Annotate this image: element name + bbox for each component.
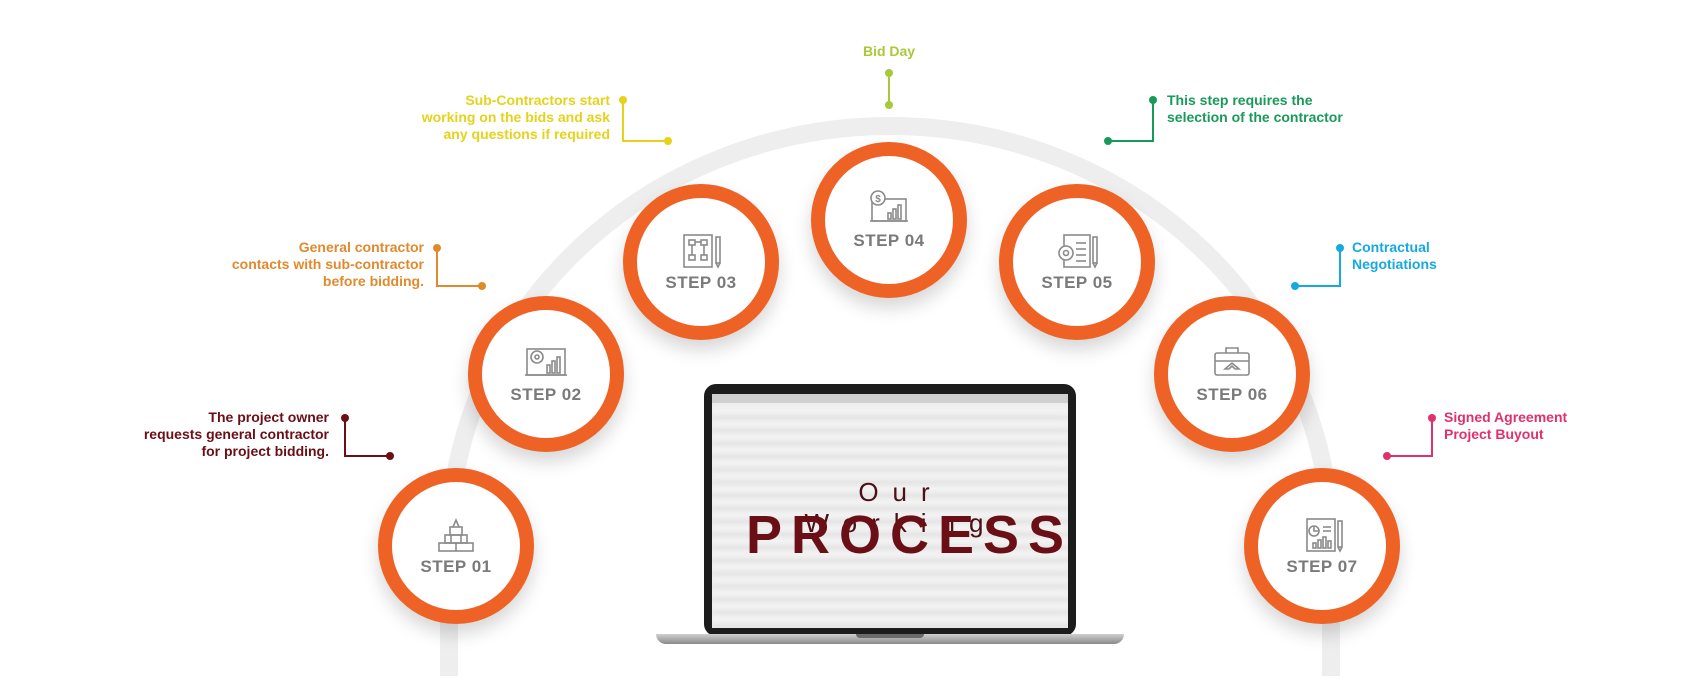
gear-document-icon	[1054, 231, 1100, 269]
step-label: STEP 06	[1196, 385, 1268, 404]
svg-text:$: $	[875, 194, 881, 205]
caption-step-02: General contractor contacts with sub-con…	[232, 239, 424, 290]
report-chart-icon	[1299, 515, 1345, 553]
step-label: STEP 07	[1286, 557, 1358, 576]
step-label: STEP 02	[510, 385, 582, 404]
caption-step-04: Bid Day	[829, 43, 949, 60]
caption-line: Contractual	[1352, 239, 1430, 255]
caption-line: This step requires the	[1167, 92, 1313, 108]
caption-line: The project owner	[208, 409, 329, 425]
caption-line: Negotiations	[1352, 256, 1437, 272]
caption-line: for project bidding.	[201, 443, 329, 459]
caption-line: Project Buyout	[1444, 426, 1544, 442]
step-03: STEP 03	[623, 184, 779, 340]
caption-step-01: The project owner requests general contr…	[144, 409, 329, 460]
caption-line: any questions if required	[443, 126, 610, 142]
connector-step-02	[436, 248, 482, 287]
caption-line: Signed Agreement	[1444, 409, 1568, 425]
step-06: STEP 06	[1154, 296, 1310, 452]
caption-line: Sub-Contractors start	[465, 92, 610, 108]
caption-line: contacts with sub-contractor	[231, 256, 424, 272]
caption-line: General contractor	[298, 239, 424, 255]
title-subtitle: Our Working	[804, 477, 998, 538]
caption-line: before bidding.	[322, 273, 424, 289]
step-01: STEP 01	[378, 468, 534, 624]
laptop-base	[656, 634, 1124, 644]
dollar-chart-icon: $	[866, 189, 912, 227]
laptop-display	[712, 394, 1068, 628]
connector-step-07	[1387, 418, 1433, 457]
step-02: STEP 02	[468, 296, 624, 452]
title-main: PROCESS	[746, 505, 1074, 565]
caption-line: Bid Day	[862, 43, 916, 59]
caption-line: requests general contractor	[143, 426, 329, 442]
caption-step-05: This step requires the selection of the …	[1167, 92, 1343, 126]
connector-step-06	[1295, 248, 1341, 287]
caption-step-06: Contractual Negotiations	[1352, 239, 1437, 273]
target-chart-icon	[523, 343, 569, 381]
step-label: STEP 05	[1041, 273, 1113, 292]
caption-line: selection of the contractor	[1167, 109, 1343, 125]
step-05: STEP 05	[999, 184, 1155, 340]
caption-line: working on the bids and ask	[421, 109, 610, 125]
connector-step-05	[1108, 100, 1154, 142]
connector-step-01	[344, 418, 390, 457]
briefcase-handshake-icon	[1209, 343, 1255, 381]
flowchart-clipboard-icon	[678, 231, 724, 269]
step-07: STEP 07	[1244, 468, 1400, 624]
step-label: STEP 04	[853, 231, 925, 250]
caption-step-07: Signed Agreement Project Buyout	[1444, 409, 1567, 443]
step-04: $ STEP 04	[811, 142, 967, 298]
laptop-screen	[704, 384, 1076, 636]
pyramid-blocks-icon	[433, 515, 479, 553]
laptop-notch	[856, 634, 924, 638]
step-label: STEP 03	[665, 273, 737, 292]
step-label: STEP 01	[420, 557, 492, 576]
connector-step-03	[622, 100, 668, 142]
caption-step-03: Sub-Contractors start working on the bid…	[422, 92, 610, 143]
